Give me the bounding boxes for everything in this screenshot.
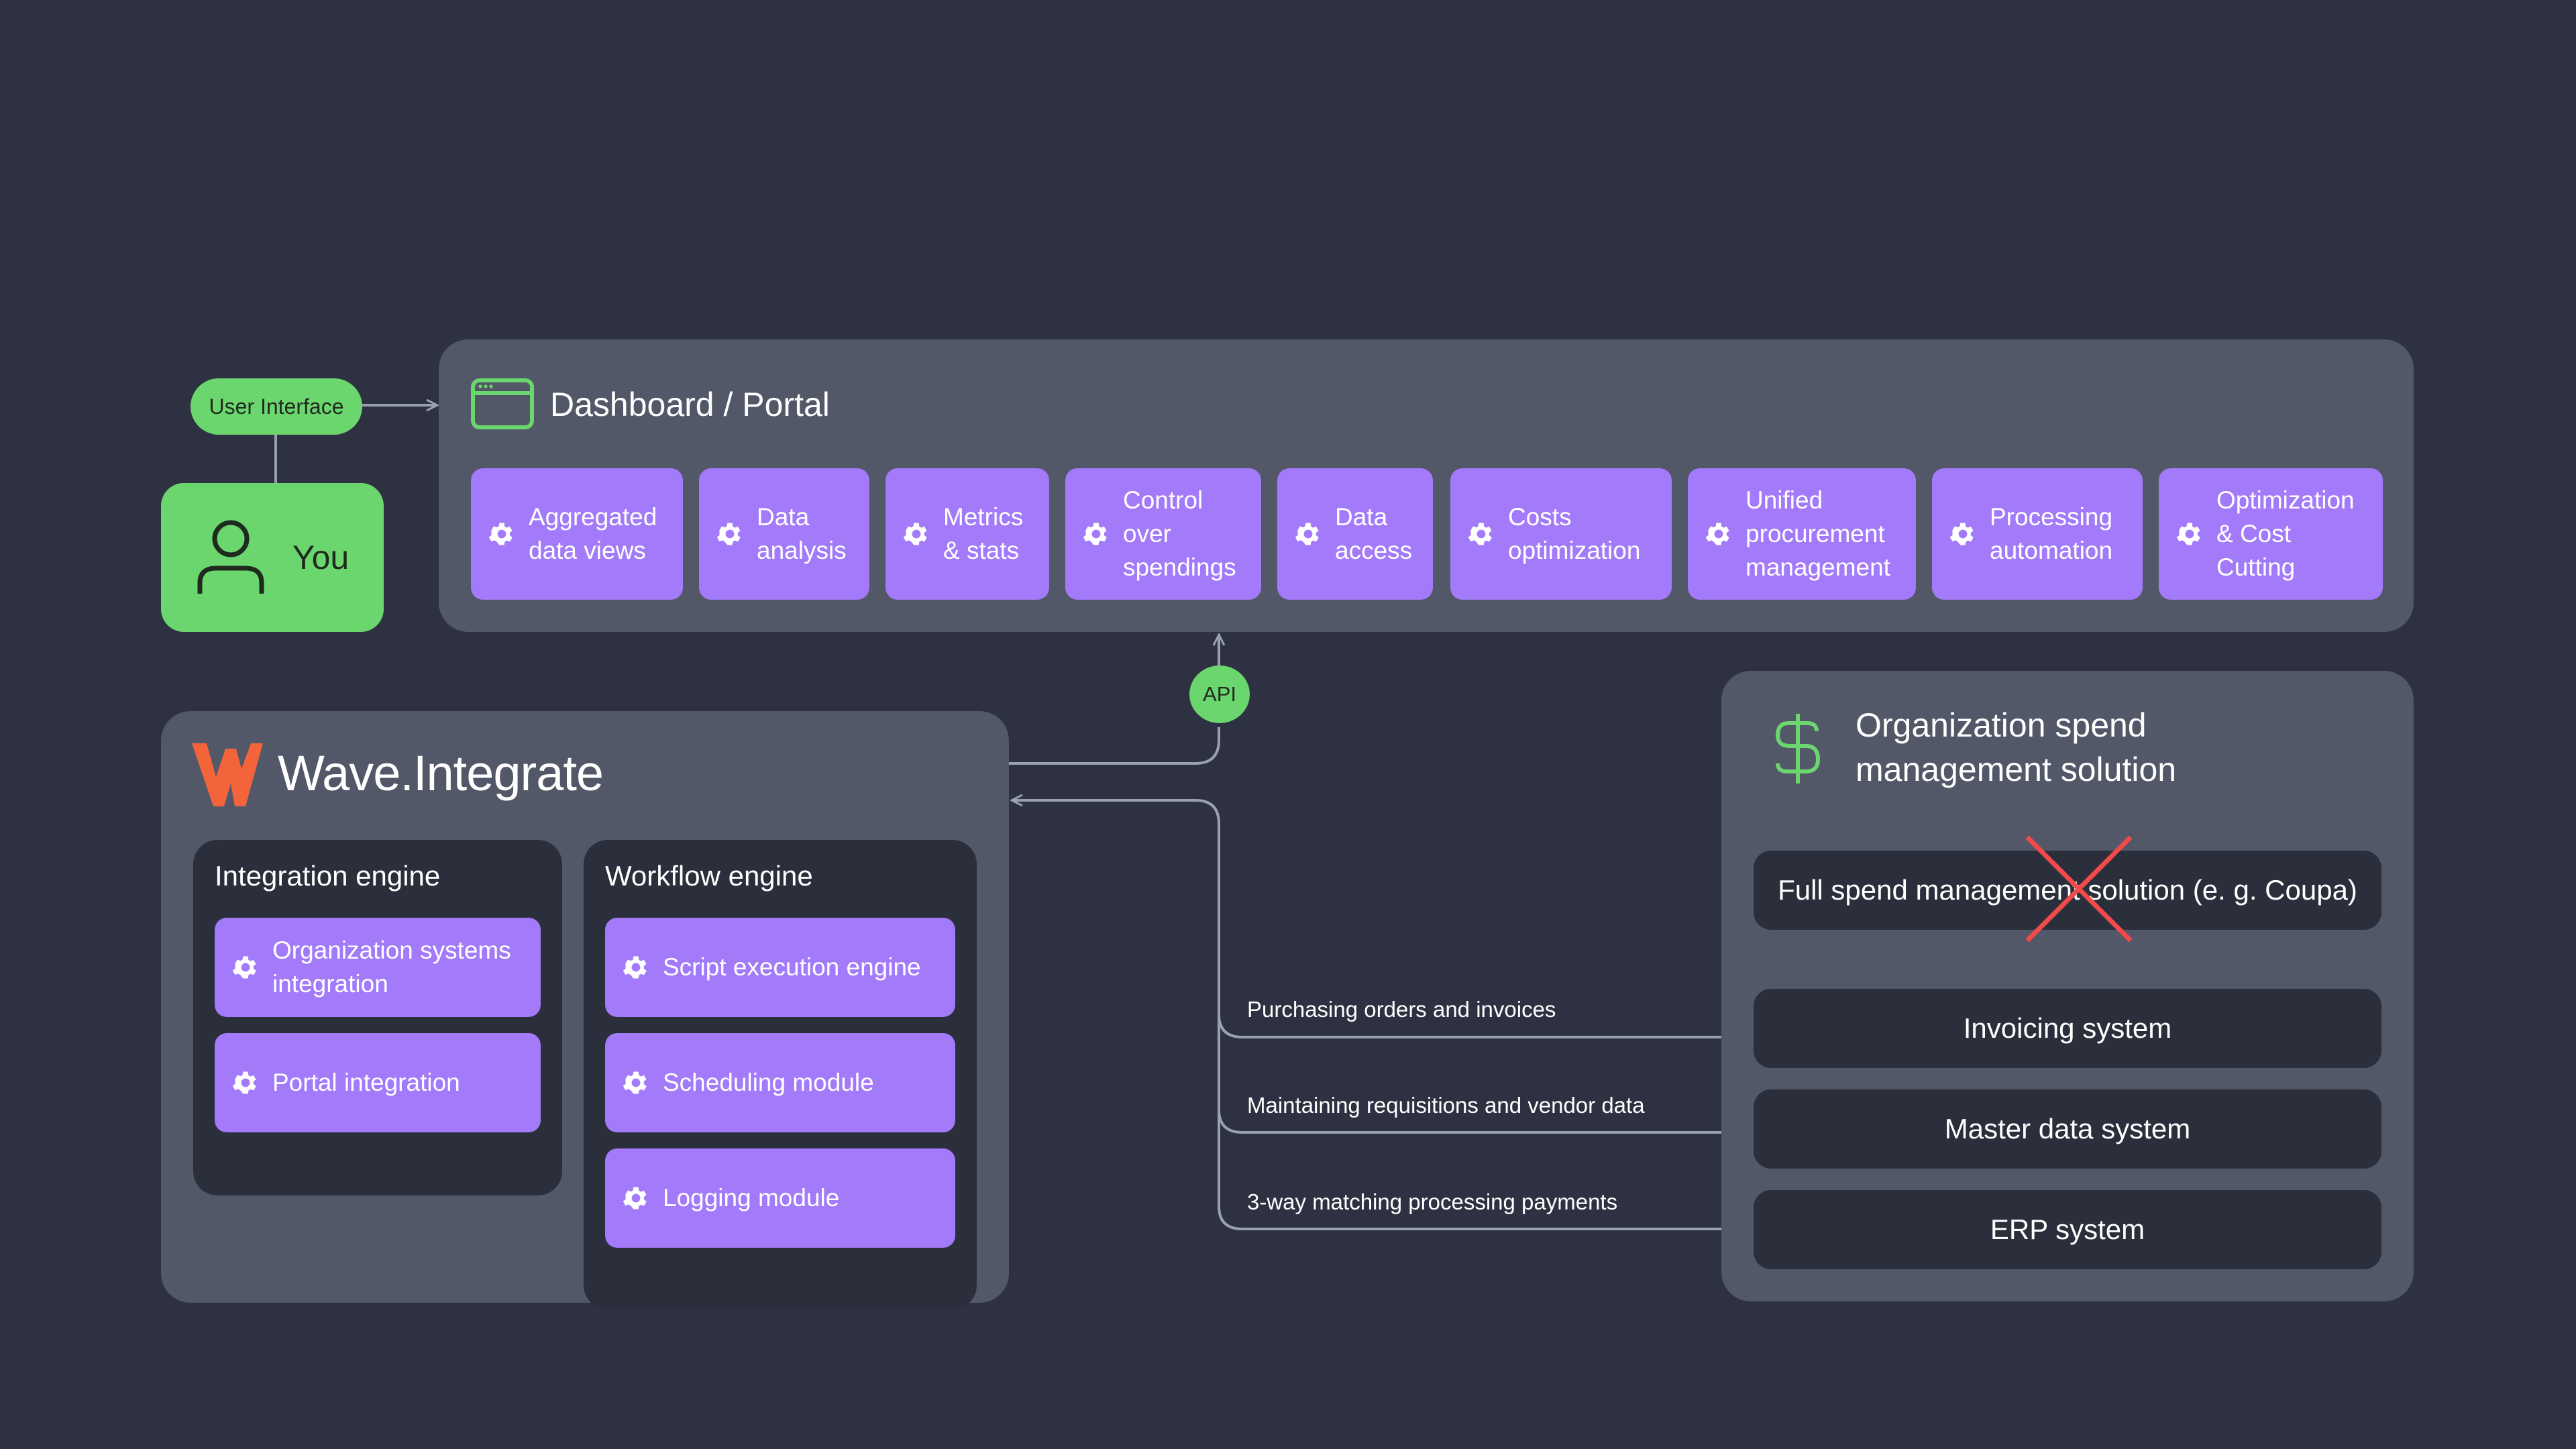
tile-data-analysis[interactable]: Data analysis bbox=[699, 468, 869, 600]
erp-system-label: ERP system bbox=[1990, 1214, 2145, 1245]
integration-engine-box: Integration engine Organization systems … bbox=[193, 840, 562, 1195]
tile-data-access[interactable]: Data access bbox=[1277, 468, 1433, 600]
tile-label: Unified procurement management bbox=[1746, 486, 1890, 581]
tile-label: Script execution engine bbox=[663, 953, 921, 981]
tile-unified-procurement-management[interactable]: Unified procurement management bbox=[1688, 468, 1916, 600]
gear-icon bbox=[232, 1071, 256, 1094]
tile-label: Organization systems integration bbox=[272, 936, 511, 998]
organization-title: Organization spend management solution bbox=[1856, 706, 2177, 788]
gear-icon bbox=[1705, 523, 1729, 545]
tile-label: Optimization & Cost Cutting bbox=[2216, 486, 2355, 581]
flow-arrow-erp bbox=[1218, 1205, 1752, 1229]
tile-portal-integration[interactable]: Portal integration bbox=[215, 1033, 541, 1132]
tile-script-execution-engine[interactable]: Script execution engine bbox=[605, 918, 955, 1017]
api-badge[interactable]: API bbox=[1189, 665, 1250, 723]
dashboard-title: Dashboard / Portal bbox=[550, 386, 830, 423]
gear-icon bbox=[1949, 523, 1974, 545]
master-data-system-label: Master data system bbox=[1944, 1113, 2191, 1144]
gear-icon bbox=[488, 523, 513, 545]
tile-label: Processing automation bbox=[1990, 503, 2113, 564]
wave-title: Wave.Integrate bbox=[278, 745, 604, 801]
tile-label: Control over spendings bbox=[1123, 486, 1236, 581]
flow-label-matching: 3-way matching processing payments bbox=[1247, 1189, 1618, 1214]
flow-label-purchasing: Purchasing orders and invoices bbox=[1247, 997, 1556, 1022]
tile-aggregated-data-views[interactable]: Aggregated data views bbox=[471, 468, 683, 600]
workflow-engine-title: Workflow engine bbox=[605, 860, 813, 892]
you-label: You bbox=[292, 539, 350, 576]
you-card[interactable]: You bbox=[161, 483, 384, 632]
gear-icon bbox=[1295, 523, 1319, 545]
user-icon bbox=[197, 520, 264, 594]
tile-optimization-cost-cutting[interactable]: Optimization & Cost Cutting bbox=[2159, 468, 2383, 600]
cross-out-icon bbox=[2025, 835, 2133, 943]
gear-icon bbox=[623, 1187, 647, 1210]
tile-label: Logging module bbox=[663, 1184, 840, 1212]
tile-label: Metrics & stats bbox=[943, 503, 1024, 564]
systems-to-wave-arrow bbox=[1012, 800, 1220, 1208]
flow-label-requisitions: Maintaining requisitions and vendor data bbox=[1247, 1093, 1645, 1118]
tile-label: Data analysis bbox=[757, 503, 847, 564]
wave-logo-icon bbox=[192, 743, 263, 806]
flow-arrow-invoicing bbox=[1218, 1014, 1752, 1037]
invoicing-system-label: Invoicing system bbox=[1963, 1012, 2172, 1044]
gear-icon bbox=[623, 1071, 647, 1094]
gear-icon bbox=[1083, 523, 1107, 545]
tile-logging-module[interactable]: Logging module bbox=[605, 1148, 955, 1248]
tile-label: Data access bbox=[1335, 503, 1413, 564]
tile-costs-optimization[interactable]: Costs optimization bbox=[1450, 468, 1672, 600]
invoicing-system-box[interactable]: Invoicing system bbox=[1754, 989, 2381, 1068]
tile-processing-automation[interactable]: Processing automation bbox=[1932, 468, 2143, 600]
gear-icon bbox=[1468, 523, 1492, 545]
integration-engine-title: Integration engine bbox=[215, 860, 441, 892]
erp-system-box[interactable]: ERP system bbox=[1754, 1190, 2381, 1269]
user-interface-badge[interactable]: User Interface bbox=[191, 378, 362, 435]
tile-label: Portal integration bbox=[272, 1069, 460, 1096]
gear-icon bbox=[232, 956, 256, 979]
dollar-icon bbox=[1775, 714, 1821, 784]
browser-window-icon bbox=[471, 378, 534, 429]
wave-to-api-line bbox=[1009, 727, 1220, 765]
gear-icon bbox=[2176, 523, 2200, 545]
tile-organization-systems-integration[interactable]: Organization systems integration bbox=[215, 918, 541, 1017]
gear-icon bbox=[903, 523, 927, 545]
tile-metrics-stats[interactable]: Metrics & stats bbox=[885, 468, 1049, 600]
master-data-system-box[interactable]: Master data system bbox=[1754, 1089, 2381, 1169]
flow-arrow-master-data bbox=[1218, 1109, 1752, 1132]
wave-integrate-panel: Wave.Integrate Integration engine Organi… bbox=[161, 711, 1009, 1309]
user-interface-label: User Interface bbox=[209, 394, 344, 419]
tile-control-over-spendings[interactable]: Control over spendings bbox=[1065, 468, 1261, 600]
tile-label: Scheduling module bbox=[663, 1069, 874, 1096]
gear-icon bbox=[623, 956, 647, 979]
organization-panel: Organization spend management solution F… bbox=[1721, 671, 2414, 1301]
gear-icon bbox=[716, 523, 741, 545]
tile-label: Aggregated data views bbox=[529, 503, 657, 564]
workflow-engine-box: Workflow engine Script execution engine … bbox=[584, 840, 977, 1309]
tile-scheduling-module[interactable]: Scheduling module bbox=[605, 1033, 955, 1132]
api-label: API bbox=[1203, 682, 1236, 706]
tile-label: Costs optimization bbox=[1508, 503, 1641, 564]
